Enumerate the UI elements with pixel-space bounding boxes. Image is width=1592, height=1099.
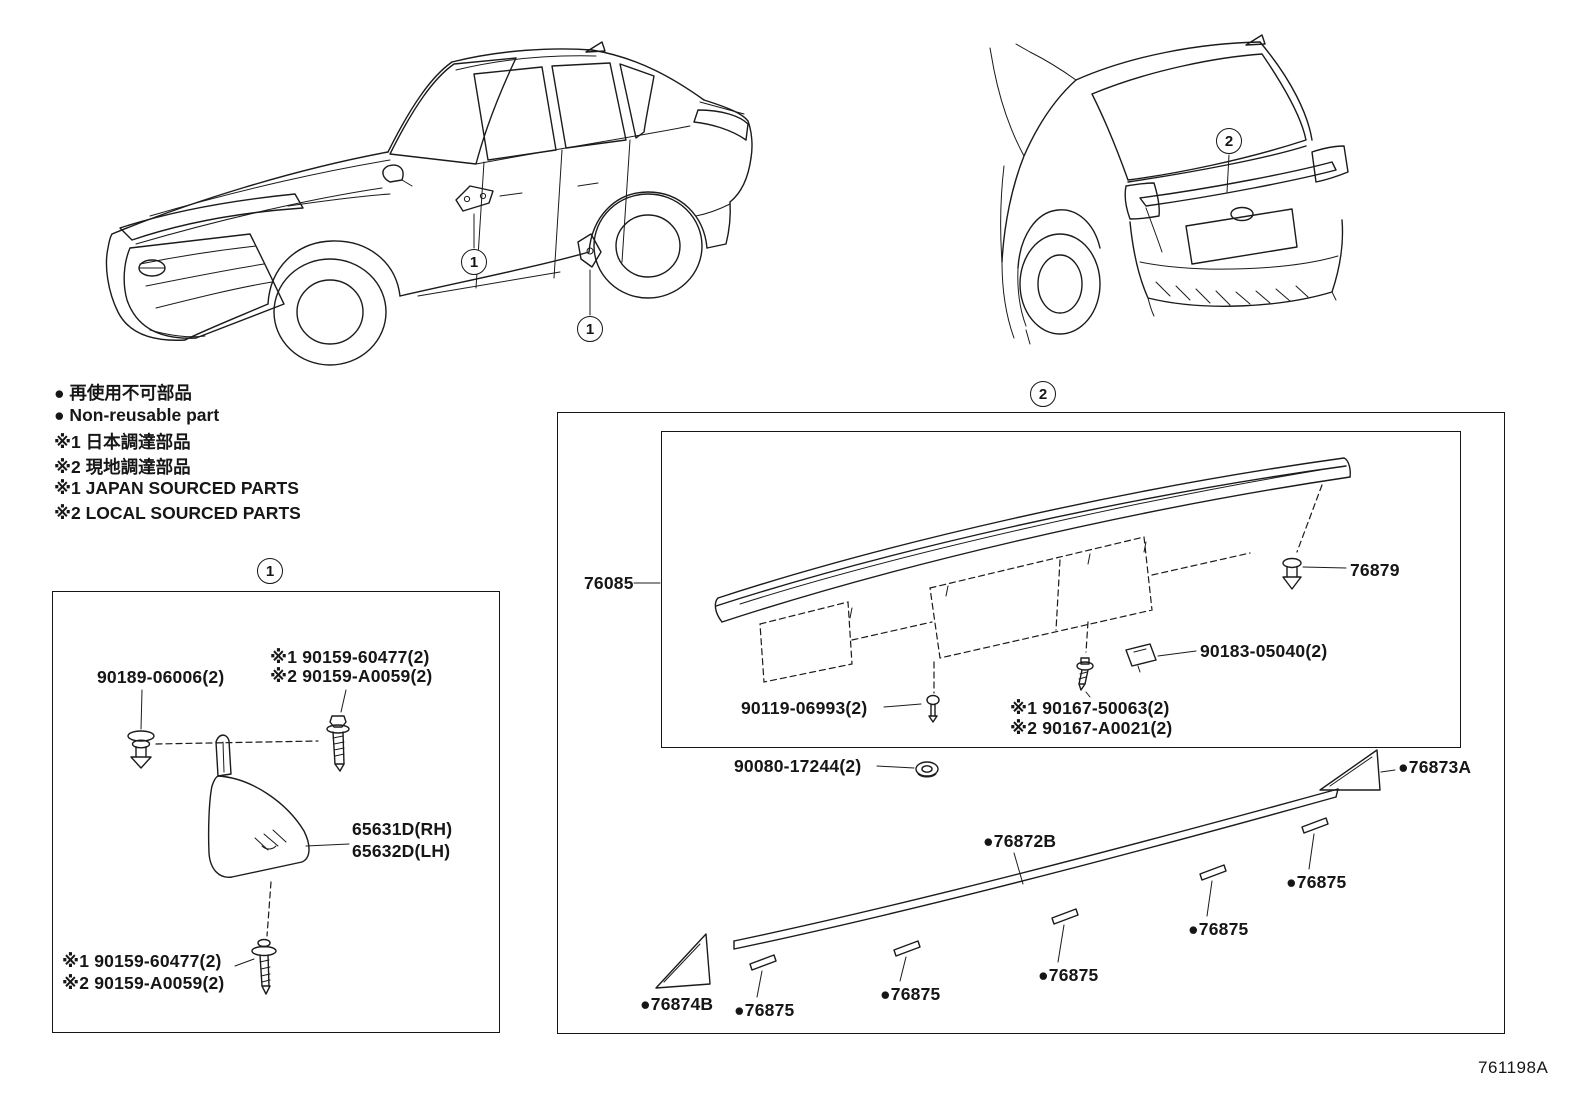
callout-1-door-upper: 1 — [461, 249, 487, 275]
part-label-90159-A0059-top: ※2 90159-A0059(2) — [270, 666, 433, 686]
part-label-76875-3: ●76875 — [1038, 965, 1099, 985]
detail-box-mudguard — [52, 591, 500, 1033]
callout-2-section-title: 2 — [1030, 381, 1056, 407]
legend-line: ● Non-reusable part — [54, 404, 220, 425]
part-label-76879: 76879 — [1350, 560, 1400, 580]
callout-1-door-lower: 1 — [577, 316, 603, 342]
car-rear-view — [989, 34, 1349, 345]
legend-line: ※1 日本調達部品 — [54, 432, 191, 453]
part-label-76875-4: ●76875 — [880, 984, 941, 1004]
part-label-76874B: ●76874B — [640, 994, 714, 1014]
part-label-90119-06993: 90119-06993(2) — [741, 698, 868, 718]
callout-2-rear-car: 2 — [1216, 128, 1242, 154]
legend: ● 再使用不可部品 ● Non-reusable part ※1 日本調達部品 … — [54, 380, 301, 528]
part-label-76875-5: ●76875 — [734, 1000, 795, 1020]
part-label-65631D: 65631D(RH) — [352, 819, 453, 839]
spoiler-inner-frame — [661, 431, 1461, 748]
car-front-left-view — [105, 41, 753, 366]
part-label-76875-1: ●76875 — [1286, 872, 1347, 892]
detail-box-spoiler — [557, 412, 1505, 1034]
legend-line: ※2 LOCAL SOURCED PARTS — [54, 502, 301, 523]
part-label-90080-17244: 90080-17244(2) — [734, 756, 862, 776]
part-label-90159-60477-top: ※1 90159-60477(2) — [270, 647, 430, 667]
part-label-76085: 76085 — [584, 573, 634, 593]
legend-line: ● 再使用不可部品 — [54, 383, 192, 403]
callout-1-section-title: 1 — [257, 558, 283, 584]
part-label-90167-A0021: ※2 90167-A0021(2) — [1010, 718, 1173, 738]
part-label-76872B: ●76872B — [983, 831, 1057, 851]
figure-code: 761198A — [1478, 1058, 1549, 1077]
part-label-90167-50063: ※1 90167-50063(2) — [1010, 698, 1170, 718]
part-label-90189-06006: 90189-06006(2) — [97, 667, 225, 687]
legend-line: ※2 現地調達部品 — [54, 456, 191, 477]
part-label-90159-A0059-bottom: ※2 90159-A0059(2) — [62, 973, 225, 993]
part-label-65632D: 65632D(LH) — [352, 841, 451, 861]
part-label-76873A: ●76873A — [1398, 757, 1472, 777]
legend-line: ※1 JAPAN SOURCED PARTS — [54, 478, 299, 499]
part-label-90159-60477-bottom: ※1 90159-60477(2) — [62, 951, 222, 971]
part-label-90183-05040: 90183-05040(2) — [1200, 641, 1328, 661]
part-label-76875-2: ●76875 — [1188, 919, 1249, 939]
